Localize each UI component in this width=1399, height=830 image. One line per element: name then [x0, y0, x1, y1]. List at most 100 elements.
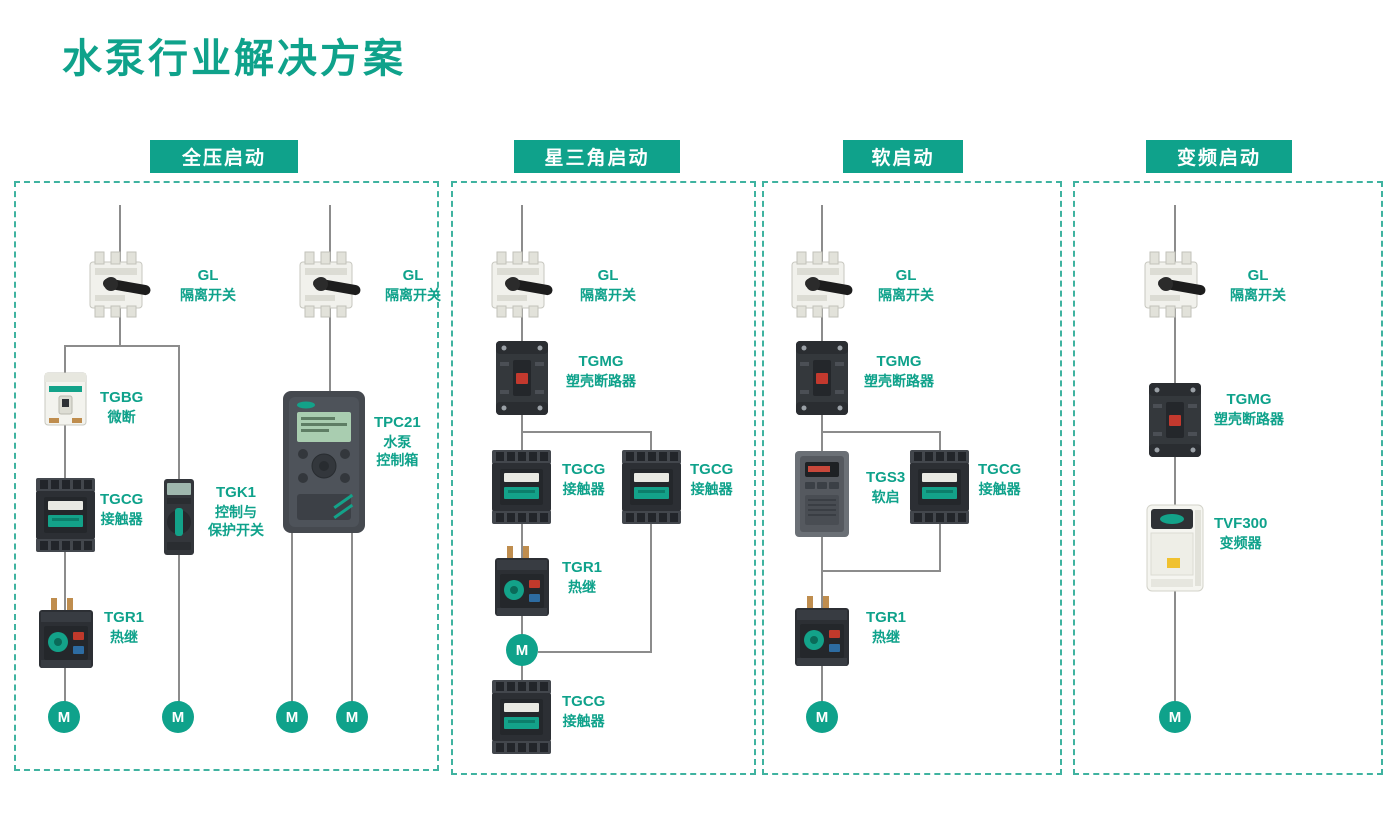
component-desc: 隔离开关: [580, 286, 636, 303]
component-model: GL: [402, 267, 424, 284]
component-model: TGCG: [100, 491, 144, 508]
component-model: TGK1: [215, 484, 256, 501]
panel-header-star-delta: 星三角启动: [514, 140, 680, 173]
wire: [351, 500, 353, 717]
motor-label: M: [815, 708, 829, 726]
component-desc: 热继: [568, 578, 596, 595]
component-model: TGS3: [866, 469, 906, 486]
motor-circle: M: [162, 701, 194, 733]
component-desc: 接触器: [562, 480, 605, 497]
tgcg-contactor-image: [33, 476, 98, 554]
component-label-tvf300: TVF300 变频器: [1214, 514, 1267, 552]
component-desc: 隔离开关: [1230, 286, 1286, 303]
component-label-tgcg: TGCG 接触器: [100, 490, 143, 528]
tgmg-mccb-image: [1146, 380, 1204, 460]
component-model: TGMG: [1226, 391, 1272, 408]
component-label-tgcg: TGCG 接触器: [690, 460, 733, 498]
component-label-tgmg: TGMG 塑壳断路器: [864, 352, 934, 390]
tgr1-thermal-relay-image: [491, 544, 553, 620]
component-label-gl: GL 隔离开关: [385, 266, 441, 304]
wire: [821, 431, 941, 433]
tgr1-thermal-relay-image: [35, 596, 97, 672]
motor-label: M: [1168, 708, 1182, 726]
component-label-gl: GL 隔离开关: [878, 266, 934, 304]
component-desc: 热继: [110, 628, 138, 645]
tgcg-contactor-image: [907, 448, 972, 526]
gl-isolation-switch-image: [487, 248, 557, 320]
component-desc: 软启: [871, 488, 900, 505]
tgcg-contactor-image: [619, 448, 684, 526]
panel-vfd-start: [1073, 181, 1383, 775]
component-desc: 水泵: [383, 433, 412, 450]
component-model: TGCG: [690, 461, 734, 478]
component-label-tgcg: TGCG 接触器: [562, 460, 605, 498]
panel-header-vfd: 变频启动: [1146, 140, 1292, 173]
wire: [821, 570, 941, 572]
motor-circle: M: [806, 701, 838, 733]
component-desc: 接触器: [562, 712, 605, 729]
component-desc: 隔离开关: [180, 286, 236, 303]
gl-isolation-switch-image: [85, 248, 155, 320]
component-model: GL: [1247, 267, 1269, 284]
wire: [650, 431, 652, 653]
tgbg-mini-breaker-image: [38, 368, 93, 430]
component-model: TGR1: [104, 609, 145, 626]
component-label-tgmg: TGMG 塑壳断路器: [1214, 390, 1284, 428]
motor-label: M: [345, 708, 359, 726]
component-label-tpc21: TPC21 水泵 控制箱: [374, 413, 421, 469]
component-model: GL: [597, 267, 619, 284]
component-desc: 控制箱: [376, 451, 419, 468]
tgmg-mccb-image: [793, 338, 851, 418]
component-label-tgs3: TGS3 软启: [866, 468, 905, 506]
component-label-tgr1: TGR1 热继: [104, 608, 144, 646]
component-desc: 控制与: [215, 503, 257, 520]
component-label-gl: GL 隔离开关: [1230, 266, 1286, 304]
wire: [521, 660, 523, 685]
component-desc: 微断: [107, 408, 136, 425]
component-label-tgbg: TGBG 微断: [100, 388, 143, 426]
component-model: TGMG: [876, 353, 922, 370]
panel-header-full-voltage: 全压启动: [150, 140, 298, 173]
tgs3-soft-starter-image: [792, 448, 852, 540]
component-model: GL: [895, 267, 917, 284]
gl-isolation-switch-image: [295, 248, 365, 320]
motor-circle: M: [506, 634, 538, 666]
component-desc: 变频器: [1219, 534, 1262, 551]
gl-isolation-switch-image: [1140, 248, 1210, 320]
wire: [521, 431, 652, 433]
tvf300-inverter-image: [1143, 502, 1207, 594]
component-desc: 热继: [872, 628, 900, 645]
component-desc: 塑壳断路器: [566, 372, 636, 389]
component-desc: 塑壳断路器: [864, 372, 934, 389]
motor-circle: M: [336, 701, 368, 733]
panel-header-soft-start: 软启动: [843, 140, 963, 173]
wire: [64, 345, 180, 347]
component-model: TPC21: [374, 414, 421, 431]
motor-label: M: [515, 641, 529, 659]
component-model: TGCG: [562, 693, 606, 710]
component-label-tgr1: TGR1 热继: [866, 608, 906, 646]
component-desc: 保护开关: [208, 521, 264, 538]
tgk1-control-switch-image: [158, 476, 200, 558]
component-desc: 接触器: [690, 480, 733, 497]
component-label-tgmg: TGMG 塑壳断路器: [566, 352, 636, 390]
panel-soft-start: [762, 181, 1062, 775]
tpc21-control-box-image: [280, 388, 368, 536]
component-model: TVF300: [1214, 515, 1268, 532]
panel-star-delta-start: [451, 181, 756, 775]
component-model: TGMG: [578, 353, 624, 370]
wire: [291, 500, 293, 717]
component-desc: 塑壳断路器: [1214, 410, 1284, 427]
component-label-gl: GL 隔离开关: [580, 266, 636, 304]
component-label-gl: GL 隔离开关: [180, 266, 236, 304]
component-label-tgr1: TGR1 热继: [562, 558, 602, 596]
motor-label: M: [171, 708, 185, 726]
component-label-tgcg: TGCG 接触器: [562, 692, 605, 730]
component-model: GL: [197, 267, 219, 284]
tgr1-thermal-relay-image: [791, 594, 853, 670]
motor-circle: M: [1159, 701, 1191, 733]
panel-full-voltage-start: [14, 181, 439, 771]
component-model: TGR1: [562, 559, 603, 576]
component-desc: 接触器: [978, 480, 1021, 497]
